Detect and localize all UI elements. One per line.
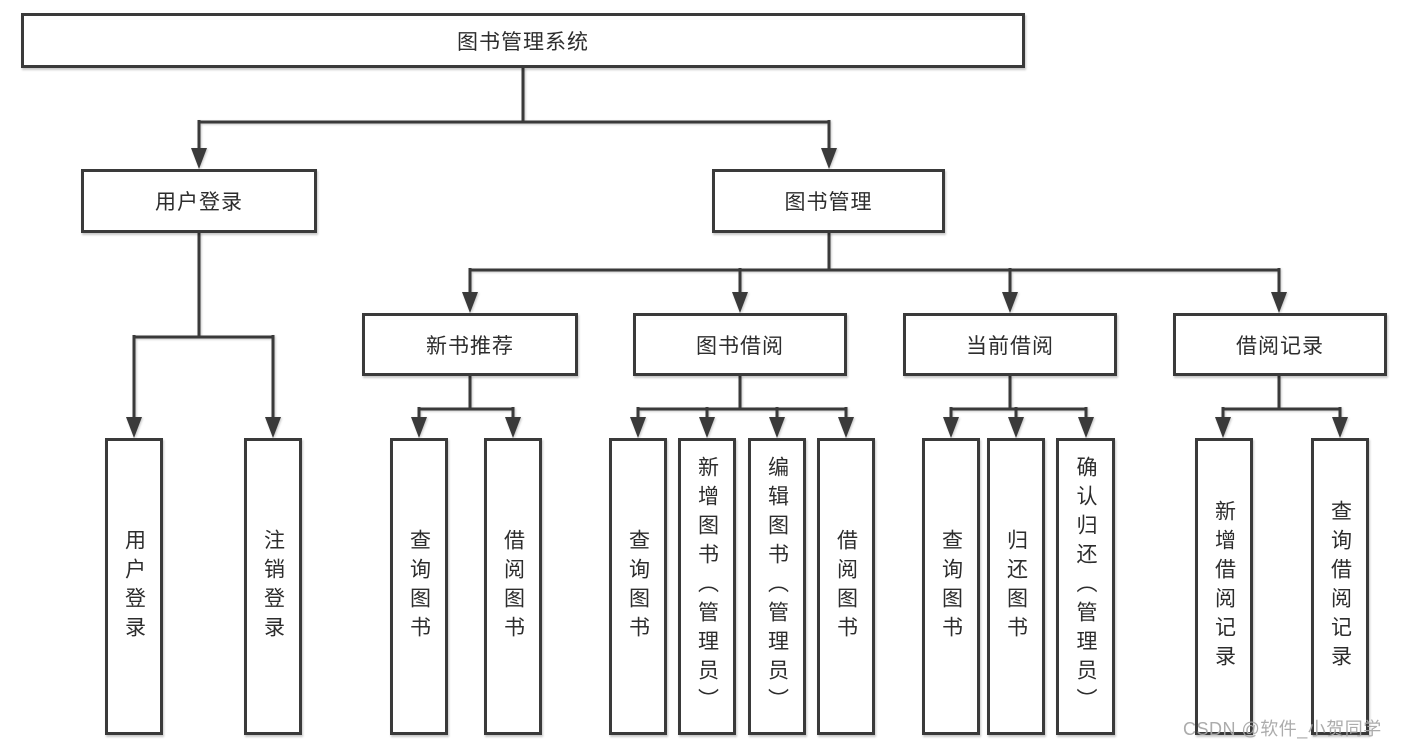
node-book-management: 图书管理 bbox=[712, 169, 945, 233]
leaf-nb-borrow-book-label: 借阅图书 bbox=[501, 528, 525, 645]
node-book-borrowing-label: 图书借阅 bbox=[696, 334, 784, 358]
leaf-nb-query-book: 查询图书 bbox=[390, 438, 448, 735]
arrowheads bbox=[126, 148, 1348, 438]
leaf-nb-query-book-label: 查询图书 bbox=[407, 528, 431, 645]
node-root-label: 图书管理系统 bbox=[457, 30, 589, 54]
node-user-login-label: 用户登录 bbox=[155, 191, 243, 214]
leaf-bb-query-book: 查询图书 bbox=[609, 438, 667, 735]
leaf-cb-return-book-label: 归还图书 bbox=[1004, 528, 1028, 645]
leaf-bb-borrow-book: 借阅图书 bbox=[817, 438, 875, 735]
leaf-bb-query-book-label: 查询图书 bbox=[626, 528, 650, 645]
leaf-cb-confirm-return-label: 确认归还（管理员） bbox=[1074, 456, 1097, 717]
node-book-borrowing: 图书借阅 bbox=[633, 313, 847, 376]
leaf-bb-borrow-book-label: 借阅图书 bbox=[834, 528, 858, 645]
leaf-user-login: 用户登录 bbox=[105, 438, 163, 735]
leaf-br-add-record: 新增借阅记录 bbox=[1195, 438, 1253, 735]
connector-path bbox=[132, 68, 1342, 421]
node-root: 图书管理系统 bbox=[21, 13, 1025, 68]
leaf-br-query-record-label: 查询借阅记录 bbox=[1328, 499, 1352, 674]
leaf-bb-edit-book-label: 编辑图书（管理员） bbox=[765, 456, 789, 717]
leaf-br-add-record-label: 新增借阅记录 bbox=[1212, 499, 1236, 674]
leaf-br-query-record: 查询借阅记录 bbox=[1311, 438, 1369, 735]
leaf-nb-borrow-book: 借阅图书 bbox=[484, 438, 542, 735]
node-current-borrowing: 当前借阅 bbox=[903, 313, 1117, 376]
leaf-logout-label: 注销登录 bbox=[261, 528, 285, 645]
leaf-cb-query-book: 查询图书 bbox=[922, 438, 980, 735]
leaf-user-login-label: 用户登录 bbox=[122, 528, 146, 645]
node-user-login-branch: 用户登录 bbox=[81, 169, 317, 233]
leaf-bb-edit-book: 编辑图书（管理员） bbox=[748, 438, 806, 735]
node-borrowing-records-label: 借阅记录 bbox=[1236, 334, 1324, 358]
node-new-book-recommendation-label: 新书推荐 bbox=[426, 334, 514, 358]
node-current-borrowing-label: 当前借阅 bbox=[966, 334, 1054, 358]
leaf-bb-add-book-label: 新增图书（管理员） bbox=[695, 456, 719, 717]
node-new-book-recommendation: 新书推荐 bbox=[362, 313, 578, 376]
leaf-cb-confirm-return: 确认归还（管理员） bbox=[1056, 438, 1115, 735]
leaf-cb-return-book: 归还图书 bbox=[987, 438, 1045, 735]
leaf-bb-add-book: 新增图书（管理员） bbox=[678, 438, 736, 735]
node-borrowing-records: 借阅记录 bbox=[1173, 313, 1387, 376]
leaf-logout: 注销登录 bbox=[244, 438, 302, 735]
node-book-management-label: 图书管理 bbox=[784, 191, 873, 214]
leaf-cb-query-book-label: 查询图书 bbox=[939, 528, 963, 645]
watermark: CSDN @软件_小贺同学 bbox=[1183, 719, 1382, 739]
